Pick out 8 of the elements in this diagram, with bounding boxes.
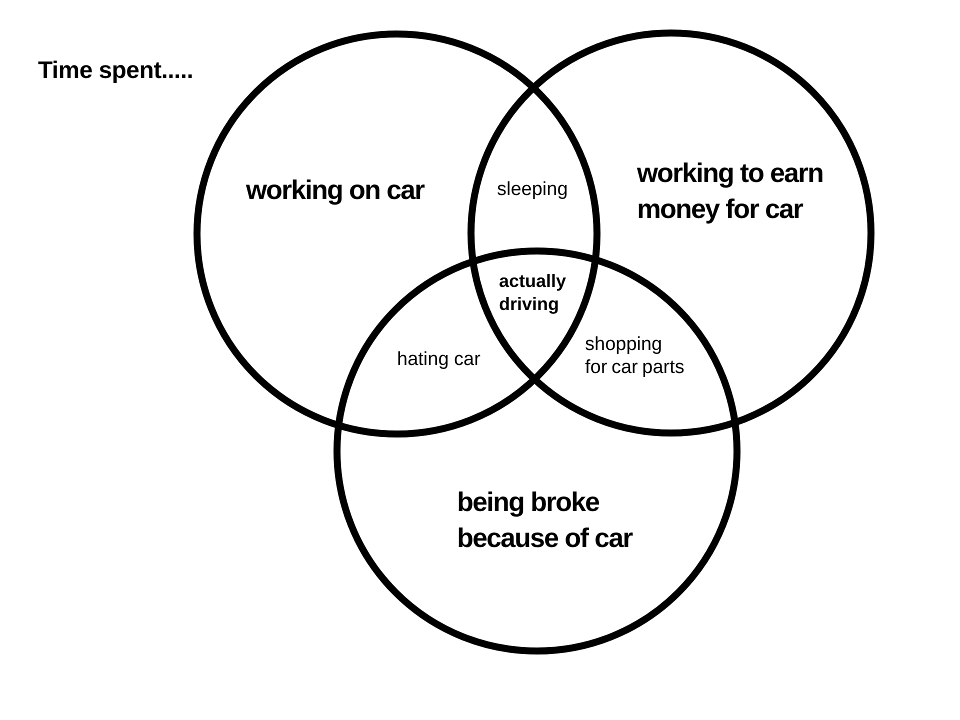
overlap-label: sleeping — [497, 178, 568, 201]
overlap-label: hating car — [397, 348, 480, 371]
overlap-label: shopping for car parts — [585, 333, 686, 379]
set-label: being broke because of car — [457, 486, 634, 555]
title: Time spent..... — [38, 56, 194, 86]
set-label: working on car — [246, 174, 426, 207]
overlap-label: actually driving — [499, 270, 568, 316]
set-label: working to earn money for car — [637, 157, 824, 226]
